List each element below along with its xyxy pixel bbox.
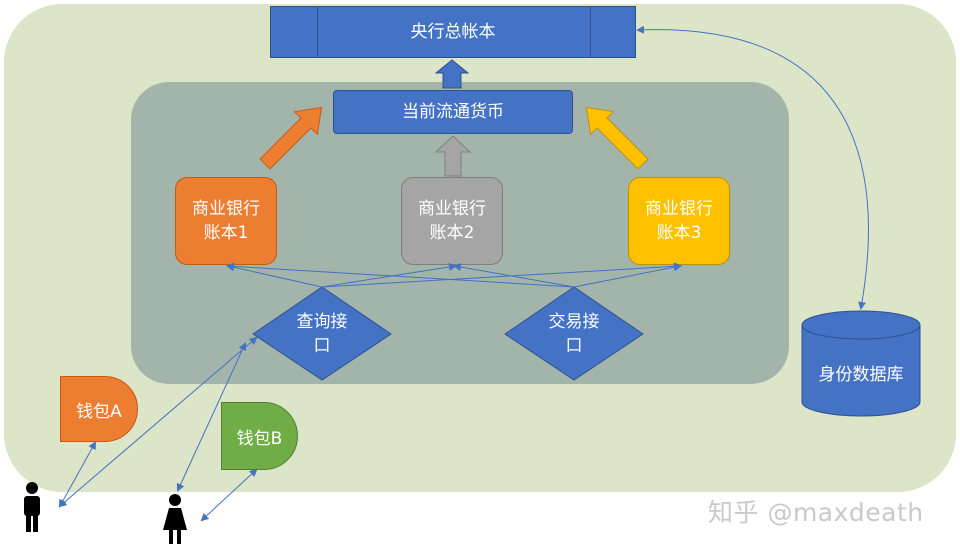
current-currency-label: 当前流通货币	[402, 102, 504, 122]
ledger-divider-left	[317, 7, 318, 57]
trade-interface-label: 交易接 口	[534, 310, 614, 358]
wallet-a-label: 钱包A	[76, 401, 122, 422]
query-to-banks-connectors	[226, 262, 682, 288]
query-interface-diamond	[252, 286, 392, 381]
diag-arrow-bank3-to-currency	[585, 106, 649, 170]
central-ledger-label: 央行总帐本	[410, 22, 496, 42]
wallet-b: 钱包B	[221, 402, 298, 470]
current-currency-box: 当前流通货币	[333, 90, 573, 134]
bank-2-line2: 账本2	[429, 223, 475, 243]
bank-ledger-1: 商业银行 账本1	[175, 177, 277, 265]
query-interface-line2: 口	[313, 336, 331, 356]
diag-arrow-bank1-to-currency	[259, 106, 323, 170]
ledger-to-database-connector	[636, 25, 869, 310]
person-icon-male	[24, 482, 40, 532]
bank-1-line1: 商业银行	[192, 199, 260, 219]
identity-database-cylinder	[801, 310, 921, 417]
bank-1-line2: 账本1	[203, 223, 249, 243]
identity-database-label: 身份数据库	[818, 365, 904, 385]
up-arrow-bank2-to-currency	[434, 135, 472, 177]
trade-interface-diamond	[504, 286, 644, 381]
watermark: 知乎 @maxdeath	[708, 498, 924, 527]
query-interface-line1: 查询接	[296, 312, 348, 332]
query-interface-label: 查询接 口	[282, 310, 362, 358]
person-connectors	[58, 336, 258, 522]
bank-2-line1: 商业银行	[418, 199, 486, 219]
trade-interface-line2: 口	[565, 336, 583, 356]
wallet-a: 钱包A	[60, 376, 138, 442]
up-arrow-currency-to-ledger	[434, 59, 470, 89]
ledger-divider-right	[590, 7, 591, 57]
wallet-b-label: 钱包B	[236, 428, 283, 449]
trade-interface-line1: 交易接	[548, 312, 600, 332]
person-icon-female	[163, 494, 187, 544]
central-ledger-box: 央行总帐本	[270, 6, 636, 58]
